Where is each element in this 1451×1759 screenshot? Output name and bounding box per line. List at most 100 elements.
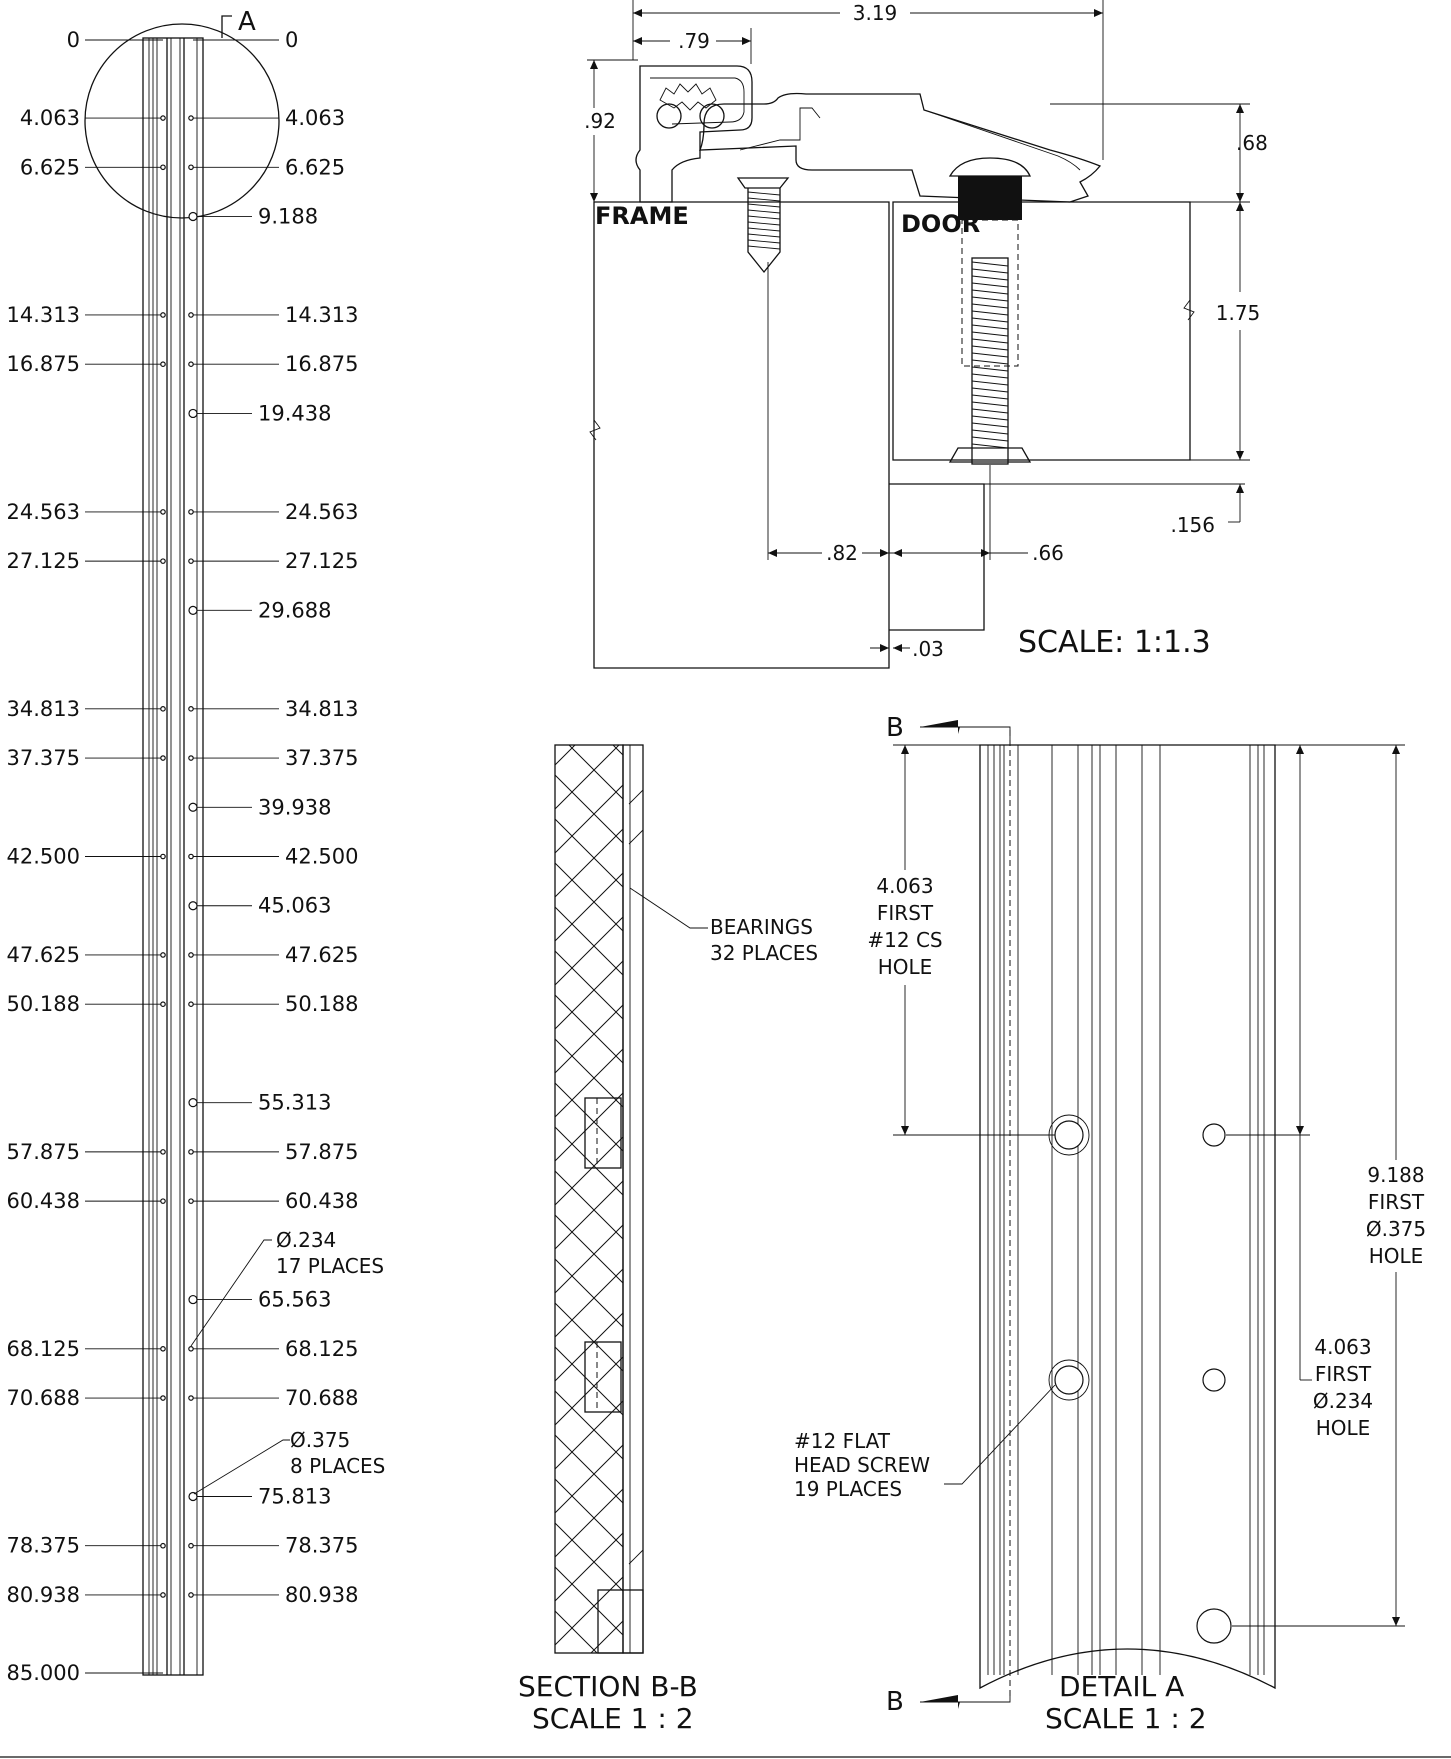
strip-right-label: 78.375 [285, 1534, 358, 1558]
strip-large-hole [188, 802, 198, 812]
strip-callout-large-holes: Ø.375 8 PLACES [193, 1428, 385, 1495]
strip-right-label: 16.875 [285, 352, 358, 376]
strip-small-hole [188, 952, 194, 958]
strip-small-hole [188, 1001, 194, 1008]
detail-screw-hole-2 [1054, 1365, 1084, 1395]
section-title: SECTION B-B [518, 1670, 698, 1703]
door-screw-shank [971, 257, 1009, 465]
strip-right-label: 45.063 [258, 894, 331, 918]
strip-screw-hole [160, 1592, 166, 1598]
strip-right-label: 9.188 [258, 205, 318, 229]
detail-a-circle [84, 23, 280, 219]
dim-first-large-line3: Ø.375 [1366, 1217, 1426, 1241]
section-b-b: BEARINGS 32 PLACES SECTION B-B SCALE 1 :… [518, 744, 818, 1735]
strip-screw-hole [160, 1149, 166, 1155]
strip-left-label: 80.938 [7, 1583, 80, 1607]
section-hatched-body [554, 744, 624, 1654]
detail-scale: SCALE 1 : 2 [1045, 1702, 1207, 1735]
dim-first-cs-line4: HOLE [878, 955, 933, 979]
screw-callout-line1: #12 FLAT [794, 1429, 891, 1453]
strip-small-hole [188, 1542, 194, 1549]
dim-first-large-line4: HOLE [1369, 1244, 1424, 1268]
plan-scale: SCALE: 1:1.3 [1018, 625, 1211, 660]
detail-title: DETAIL A [1059, 1670, 1184, 1703]
dim-door-thickness: 1.75 [1216, 301, 1261, 325]
strip-small-hole [188, 1592, 194, 1598]
detail-screw-hole-1 [1054, 1120, 1084, 1150]
strip-small-hole [188, 312, 194, 318]
strip-screw-hole [160, 361, 166, 367]
section-scale: SCALE 1 : 2 [532, 1702, 694, 1735]
strip-right-label: 27.125 [285, 549, 358, 573]
strip-screw-hole [160, 558, 166, 564]
strip-large-hole [188, 211, 198, 222]
strip-screw-hole [160, 115, 166, 121]
strip-small-hole [188, 706, 194, 712]
dim-frame-screw-offset: .82 [826, 541, 858, 565]
callout-small-dia: Ø.234 [276, 1228, 336, 1252]
detail-outline [979, 744, 1276, 1690]
door-body [892, 201, 1191, 461]
strip-right-label: 57.875 [285, 1140, 358, 1164]
strip-small-hole [188, 1198, 194, 1204]
strip-small-hole [188, 1346, 194, 1352]
strip-large-hole [188, 1098, 198, 1108]
strip-large-hole [188, 1491, 198, 1502]
strip-screw-hole [160, 509, 166, 515]
strip-right-dimensions: 04.0636.6259.18814.31316.87519.43824.563… [188, 28, 358, 1607]
strip-small-hole [188, 115, 194, 121]
strip-left-label: 42.500 [7, 845, 80, 869]
dim-first-large-line2: FIRST [1368, 1190, 1425, 1214]
strip-left-label: 85.000 [7, 1661, 80, 1685]
strip-small-hole [188, 1149, 194, 1155]
strip-left-label: 27.125 [7, 549, 80, 573]
bearings-callout-label: BEARINGS [710, 915, 813, 939]
strip-right-label: 24.563 [285, 500, 358, 524]
plan-view: FRAME DOOR 3.19.79.92.681.75.156.82.66.0… [584, 0, 1268, 669]
gear-teeth [659, 83, 717, 111]
strip-small-hole [188, 164, 194, 171]
strip-right-label: 50.188 [285, 992, 358, 1016]
section-marker-bottom: B [886, 1687, 904, 1717]
dim-clearance: .03 [912, 637, 944, 661]
strip-right-label: 19.438 [258, 401, 331, 425]
section-hinge-edge [622, 744, 644, 1654]
dim-first-cs-line2: FIRST [877, 901, 934, 925]
frame-label: FRAME [595, 202, 689, 230]
dim-door-screw-offset: .66 [1032, 541, 1064, 565]
callout-small-count: 17 PLACES [276, 1254, 384, 1278]
dim-first-small-line2: FIRST [1315, 1362, 1372, 1386]
detail-large-hole [1196, 1608, 1232, 1644]
strip-left-label: 4.063 [20, 106, 80, 130]
strip-screw-hole [160, 1001, 166, 1008]
strip-right-label: 42.500 [285, 845, 358, 869]
strip-right-label: 55.313 [258, 1091, 331, 1115]
strip-right-label: 4.063 [285, 106, 345, 130]
strip-left-label: 37.375 [7, 746, 80, 770]
section-bearing-1 [584, 1097, 622, 1169]
strip-right-label: 0 [285, 28, 298, 52]
bottom-nut [948, 447, 1032, 463]
section-bearing-2 [584, 1341, 622, 1413]
dim-bottom-gap: .156 [1170, 513, 1215, 537]
strip-callout-small-holes: Ø.234 17 PLACES [190, 1228, 384, 1347]
door-leaf [699, 92, 1102, 203]
strip-small-hole [188, 1395, 194, 1401]
strip-large-hole [188, 408, 198, 419]
strip-left-label: 0 [67, 28, 80, 52]
strip-right-label: 75.813 [258, 1485, 331, 1509]
section-marker-top: B [886, 713, 904, 743]
strip-large-hole [188, 1294, 198, 1305]
strip-right-label: 34.813 [285, 697, 358, 721]
screw-callout-line2: HEAD SCREW [794, 1453, 930, 1477]
strip-left-label: 6.625 [20, 155, 80, 179]
strip-right-label: 37.375 [285, 746, 358, 770]
detail-a-marker: A [238, 7, 256, 37]
strip-elevation: A [84, 7, 280, 1676]
dim-knuckle-width: .79 [678, 29, 710, 53]
strip-left-label: 57.875 [7, 1140, 80, 1164]
bearings-callout-count: 32 PLACES [710, 941, 818, 965]
strip-screw-hole [160, 706, 166, 712]
detail-a: B B 4.063 FIRST #12 CS HOLE 9.188 FIRST … [794, 713, 1426, 1735]
